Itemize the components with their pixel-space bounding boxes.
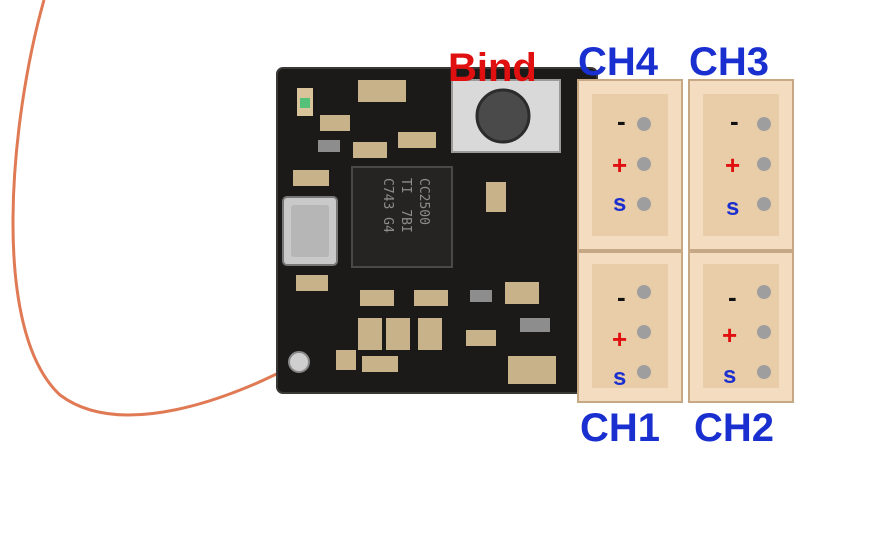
smd-components bbox=[293, 80, 556, 384]
ch4-minus-pin-label: - bbox=[617, 106, 626, 136]
connector-ch2 bbox=[688, 251, 794, 403]
ch1-plus-pin-label: + bbox=[612, 324, 628, 354]
ch2-plus-pin-label: + bbox=[722, 320, 738, 350]
ch2-label: CH2 bbox=[694, 406, 775, 450]
cc2500-chip bbox=[351, 166, 453, 268]
connector-ch3 bbox=[688, 79, 794, 251]
ch4-signal-pin-label: s bbox=[613, 190, 627, 217]
chip-marking-3: C743 G4 bbox=[380, 178, 395, 233]
ch2-minus-pin-label: - bbox=[728, 282, 737, 312]
ch4-plus-pin-label: + bbox=[612, 150, 628, 180]
antenna-wire bbox=[11, 0, 301, 417]
chip-marking-2: TI 7BI bbox=[398, 178, 413, 233]
antenna-solder-pad bbox=[288, 351, 310, 373]
ch3-signal-pin-label: s bbox=[726, 194, 740, 221]
ch4-label: CH4 bbox=[578, 40, 659, 84]
bind-label: Bind bbox=[448, 46, 537, 90]
ch2-signal-pin-label: s bbox=[723, 362, 737, 389]
ch1-minus-pin-label: - bbox=[617, 282, 626, 312]
connector-ch4 bbox=[577, 79, 683, 251]
connector-ch1 bbox=[577, 251, 683, 403]
ch3-minus-pin-label: - bbox=[730, 106, 739, 136]
chip-marking-1: CC2500 bbox=[416, 178, 431, 225]
ch1-signal-pin-label: s bbox=[613, 364, 627, 391]
ch3-label: CH3 bbox=[689, 40, 770, 84]
bind-button bbox=[475, 88, 531, 144]
ch1-label: CH1 bbox=[580, 406, 661, 450]
ch3-plus-pin-label: + bbox=[725, 150, 741, 180]
servo-connectors bbox=[577, 79, 794, 403]
